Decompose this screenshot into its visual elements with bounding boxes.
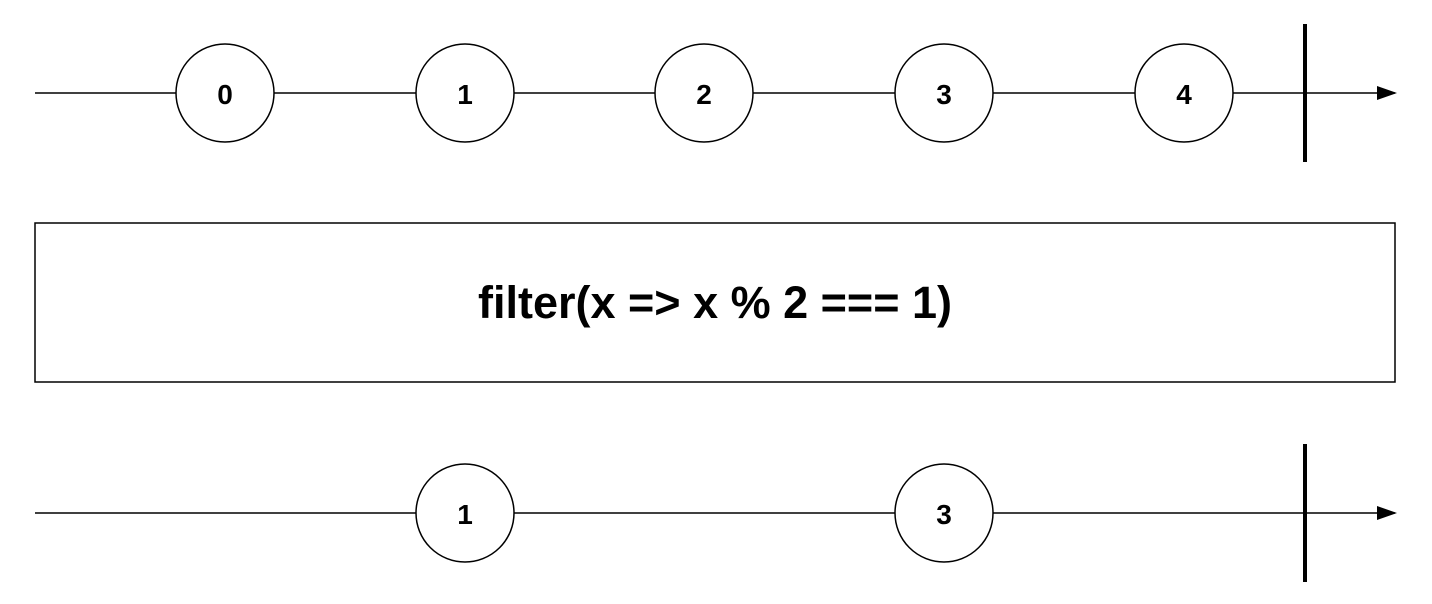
operator-label: filter(x => x % 2 === 1): [478, 277, 952, 328]
input-marble-label: 2: [696, 79, 712, 110]
input-marble-label: 3: [936, 79, 952, 110]
operator-box: filter(x => x % 2 === 1): [34, 222, 1396, 383]
output-marble-label: 1: [457, 499, 473, 530]
input-stream: 0 1 2 3 4: [35, 24, 1397, 162]
input-marble: 3: [894, 43, 994, 143]
input-marble: 0: [175, 43, 275, 143]
output-stream: 1 3: [35, 444, 1397, 582]
input-marble-label: 4: [1176, 79, 1192, 110]
output-marble: 1: [415, 463, 515, 563]
input-marble: 1: [415, 43, 515, 143]
output-marble: 3: [894, 463, 994, 563]
input-marble: 4: [1134, 43, 1234, 143]
input-marble: 2: [654, 43, 754, 143]
output-marble-label: 3: [936, 499, 952, 530]
input-marble-label: 0: [217, 79, 233, 110]
input-marble-label: 1: [457, 79, 473, 110]
